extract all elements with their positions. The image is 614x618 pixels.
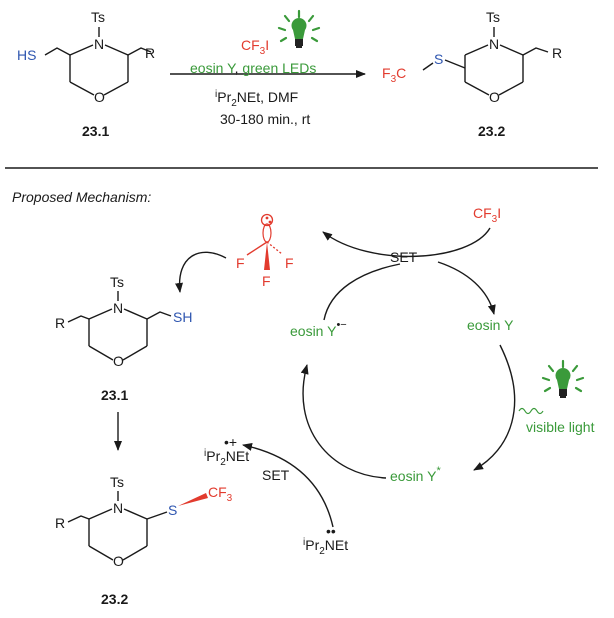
ring-nitrogen: N [489, 36, 499, 52]
ring-oxygen: O [113, 553, 124, 569]
mechanism-reactant-23-1: Ts N O R SH 23.1 [55, 274, 192, 403]
fluorine-bottom: F [262, 273, 271, 289]
eosin-y-radical-anion: eosin Y•− [290, 319, 347, 339]
catalytic-cycle [300, 261, 516, 479]
r-group: R [145, 45, 155, 61]
eosin-y: eosin Y [467, 317, 514, 333]
top-reactant-23-1: Ts N O R HS 23.1 [17, 9, 155, 139]
base-and-solvent: iPr2NEt, DMF [215, 89, 298, 109]
mechanism-product-23-2: Ts N O R S CF3 23.2 [55, 474, 233, 607]
compound-label-23-1: 23.1 [101, 387, 128, 403]
ts-label: Ts [91, 9, 105, 25]
thiol-group: SH [173, 309, 192, 325]
catalyst-and-light: eosin Y, green LEDs [190, 60, 316, 76]
set-label-bottom: SET [262, 467, 290, 483]
sulfur-atom: S [434, 51, 443, 67]
light-wave [518, 407, 544, 415]
lone-pair-dots: •• [326, 523, 336, 539]
set-label-top: SET [390, 249, 418, 265]
amine-donor: iPr2NEt [303, 537, 348, 557]
compound-label-23-1: 23.1 [82, 123, 109, 139]
ts-label: Ts [110, 274, 124, 290]
reaction-conditions: CF3I eosin Y, green LEDs iPr2NEt, DMF 30… [170, 9, 366, 127]
mechanism-heading: Proposed Mechanism: [12, 189, 151, 205]
ring-oxygen: O [113, 353, 124, 369]
radical-cation-charge: •+ [224, 434, 237, 450]
cf3-group: CF3 [208, 484, 233, 504]
ring-nitrogen: N [113, 300, 123, 316]
lightbulb-icon [277, 9, 321, 50]
r-group: R [55, 315, 65, 331]
ts-label: Ts [110, 474, 124, 490]
radical-addition-arrow [175, 251, 227, 293]
eosin-y-excited: eosin Y* [390, 465, 441, 484]
top-product-23-2: F3C S Ts N O R 23.2 [382, 9, 562, 139]
set-arrow-amine [242, 443, 334, 528]
cf3i-reagent: CF3I [473, 205, 501, 225]
sulfur-atom: S [168, 502, 177, 518]
reagent-cf3i: CF3I [241, 37, 269, 57]
amine-radical-cation: iPr2NEt [204, 448, 249, 468]
r-group: R [55, 515, 65, 531]
fluorine-right: F [285, 255, 294, 271]
compound-label-23-2: 23.2 [101, 591, 128, 607]
ring-oxygen: O [489, 89, 500, 105]
compound-label-23-2: 23.2 [478, 123, 505, 139]
ring-nitrogen: N [113, 500, 123, 516]
lightbulb-icon [541, 359, 585, 400]
visible-light-label: visible light [526, 419, 595, 435]
ring-oxygen: O [94, 89, 105, 105]
r-group: R [552, 45, 562, 61]
time-and-temperature: 30-180 min., rt [220, 111, 310, 127]
ts-label: Ts [486, 9, 500, 25]
fluorine-left: F [236, 255, 245, 271]
thiol-group: HS [17, 47, 36, 63]
set-arrow-top [322, 227, 491, 258]
cf3-radical: F F F [236, 213, 294, 289]
ring-nitrogen: N [94, 36, 104, 52]
cf3-group: F3C [382, 65, 406, 85]
